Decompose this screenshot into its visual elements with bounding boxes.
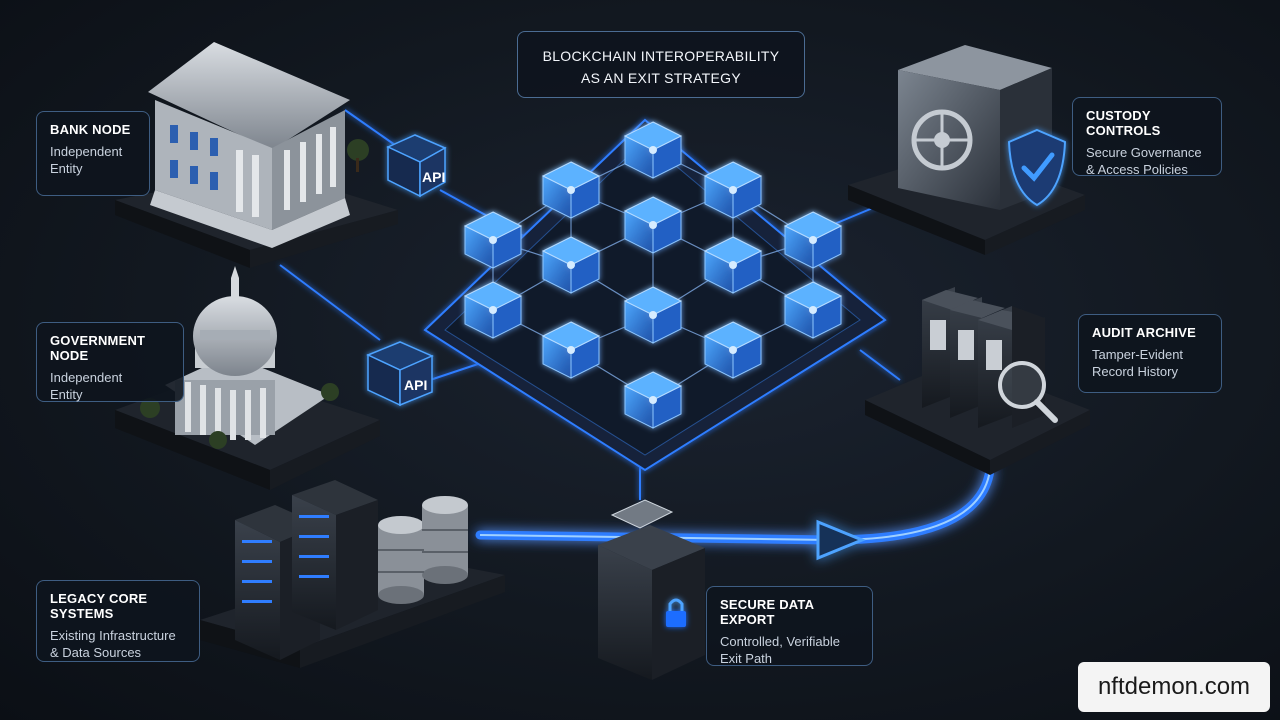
title-line-2: AS AN EXIT STRATEGY: [580, 70, 741, 86]
card-legacy-core-systems: LEGACY CORE SYSTEMS Existing Infrastruct…: [36, 580, 200, 662]
watermark: nftdemon.com: [1078, 662, 1270, 712]
cube-icon: [703, 161, 763, 219]
cube-icon: [541, 161, 601, 219]
card-bank-title: BANK NODE: [50, 122, 131, 137]
card-legacy-line2: & Data Sources: [50, 645, 142, 660]
diagram-title: BLOCKCHAIN INTEROPERABILITY AS AN EXIT S…: [517, 31, 805, 98]
vault-safe-icon: [598, 499, 705, 680]
magnifier-icon: [998, 361, 1058, 423]
export-arrow: [475, 465, 995, 561]
card-export-line2: Exit Path: [720, 651, 773, 666]
card-audit-archive: AUDIT ARCHIVE Tamper-Evident Record Hist…: [1078, 314, 1222, 393]
card-government-title: GOVERNMENT NODE: [50, 333, 146, 363]
database-icon: [378, 496, 468, 604]
cube-icon: [541, 321, 601, 379]
cube-icon: [463, 281, 523, 339]
card-custody-title: CUSTODY CONTROLS: [1086, 108, 1161, 138]
card-legacy-title: LEGACY CORE SYSTEMS: [50, 591, 148, 621]
card-audit-line1: Tamper-Evident: [1092, 347, 1184, 362]
cube-icon: [703, 321, 763, 379]
card-custody-line2: & Access Policies: [1086, 162, 1188, 177]
shield-check-icon: [1007, 128, 1067, 207]
card-export-title: SECURE DATA EXPORT: [720, 597, 814, 627]
card-bank-line2: Entity: [50, 161, 83, 176]
api-cube-government: [366, 341, 434, 407]
bank-building-icon: [115, 42, 398, 268]
cube-icon: [541, 236, 601, 294]
card-custody-line1: Secure Governance: [1086, 145, 1202, 160]
api-label-bank: API: [422, 169, 445, 185]
card-audit-title: AUDIT ARCHIVE: [1092, 325, 1196, 340]
cube-icon: [783, 281, 843, 339]
cube-icon: [623, 121, 683, 179]
card-audit-line2: Record History: [1092, 364, 1178, 379]
title-line-1: BLOCKCHAIN INTEROPERABILITY: [542, 48, 780, 64]
card-government-line1: Independent: [50, 370, 123, 385]
cube-icon: [463, 211, 523, 269]
cube-icon: [703, 236, 763, 294]
card-export-line1: Controlled, Verifiable: [720, 634, 840, 649]
vault-safe-icon-custody: [848, 45, 1085, 255]
cube-icon: [783, 211, 843, 269]
card-government-line2: Entity: [50, 387, 83, 402]
card-government-node: GOVERNMENT NODE Independent Entity: [36, 322, 184, 402]
card-bank-node: BANK NODE Independent Entity: [36, 111, 150, 196]
cube-icon: [623, 196, 683, 254]
card-custody-controls: CUSTODY CONTROLS Secure Governance & Acc…: [1072, 97, 1222, 177]
padlock-icon: [666, 598, 686, 627]
cube-icon: [623, 286, 683, 344]
binder-archive-icon: [865, 287, 1090, 475]
card-legacy-line1: Existing Infrastructure: [50, 628, 176, 643]
card-secure-data-export: SECURE DATA EXPORT Controlled, Verifiabl…: [706, 586, 873, 666]
api-cube-bank: [386, 134, 447, 198]
blockchain-cubes: [463, 121, 843, 429]
card-bank-line1: Independent: [50, 144, 123, 159]
api-label-government: API: [404, 377, 427, 393]
cube-icon: [623, 371, 683, 429]
